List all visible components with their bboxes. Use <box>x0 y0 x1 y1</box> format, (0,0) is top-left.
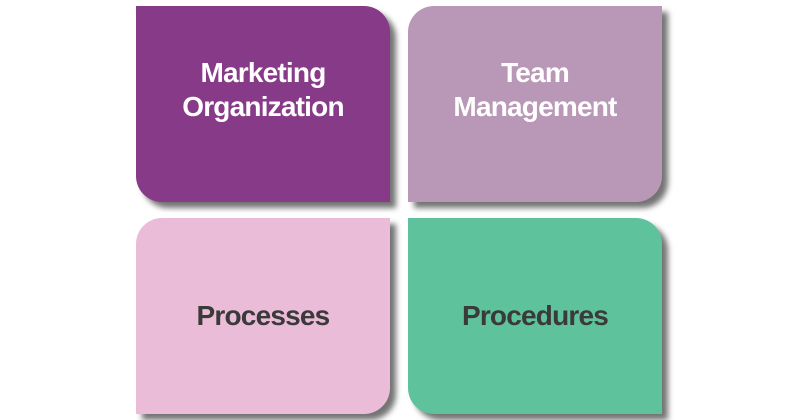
quadrant-team-management: Team Management <box>408 6 662 202</box>
quadrant-processes: Processes <box>136 218 390 414</box>
quadrant-label: Processes <box>196 300 331 331</box>
quadrant-marketing-organization: Marketing Organization <box>136 6 390 202</box>
quadrant-label: Marketing Organization <box>182 57 344 122</box>
quadrant-label: Team Management <box>453 57 617 122</box>
quadrant-label: Procedures <box>461 300 609 331</box>
quadrant-procedures: Procedures <box>408 218 662 414</box>
